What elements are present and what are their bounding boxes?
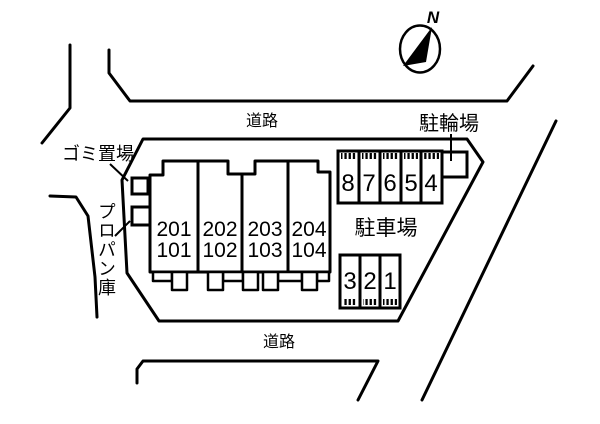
stall-number-2: 2: [363, 268, 376, 295]
road-label-top: 道路: [246, 112, 278, 130]
unit-upper-number: 201: [156, 218, 191, 241]
stall-number-5: 5: [404, 170, 417, 197]
garbage-box: [130, 176, 150, 196]
bicycle-parking-box: [440, 150, 469, 179]
building-skirt: [221, 270, 245, 283]
site-boundary: [120, 137, 485, 323]
propane-label: プロパン庫: [96, 202, 116, 297]
compass-north-label: N: [427, 8, 440, 27]
road-label-bottom: 道路: [263, 333, 295, 351]
stall-hatch: [424, 153, 439, 159]
stall-number-4: 4: [424, 170, 437, 197]
stall-hatch: [343, 299, 357, 305]
stall-hatch: [362, 153, 377, 159]
stall-hatch: [341, 153, 356, 159]
compass-circle: [398, 24, 442, 74]
stall-number-3: 3: [343, 268, 356, 295]
road-edge-bottom: [135, 359, 380, 402]
road-edge-east-diagonal: [420, 119, 558, 402]
stall-number-8: 8: [341, 170, 354, 197]
building-skirt: [276, 270, 304, 283]
building-outline: [148, 159, 332, 274]
unit-upper-number: 202: [202, 218, 237, 241]
unit-lower-number: 103: [247, 239, 282, 262]
stall-hatch: [363, 299, 377, 305]
unit-upper-number: 204: [291, 218, 326, 241]
bicycle-parking-label: 駐輪場: [419, 112, 479, 135]
garbage-pointer: [109, 163, 129, 182]
road-edge-west: [48, 194, 99, 319]
stall-hatch: [404, 153, 418, 159]
compass-needle-icon: [403, 27, 432, 66]
propane-box: [130, 205, 152, 227]
stall-hatch: [383, 153, 398, 159]
building-porch-tab: [241, 270, 260, 292]
parking-lower-row-box: [338, 253, 402, 310]
propane-pointer: [114, 220, 131, 237]
building-porch-tab: [261, 270, 280, 292]
stall-number-7: 7: [362, 170, 375, 197]
building-skirt: [315, 270, 331, 283]
unit-upper-number: 203: [247, 218, 282, 241]
stall-number-6: 6: [383, 170, 396, 197]
stall-hatch: [383, 299, 397, 305]
building-skirt: [151, 270, 174, 283]
unit-lower-number: 104: [291, 239, 326, 262]
stall-number-1: 1: [383, 268, 396, 295]
building-porch-tab: [170, 270, 189, 292]
compass: N: [398, 8, 442, 74]
building-porch-tab: [206, 270, 225, 292]
road-edge-north-west: [40, 43, 72, 145]
building-porch-tab: [300, 270, 319, 292]
garbage-label: ゴミ置場: [62, 144, 134, 164]
road-edge-top: [107, 48, 535, 103]
unit-lower-number: 101: [156, 239, 191, 262]
unit-lower-number: 102: [202, 239, 237, 262]
parking-lot-label: 駐車場: [355, 217, 418, 240]
